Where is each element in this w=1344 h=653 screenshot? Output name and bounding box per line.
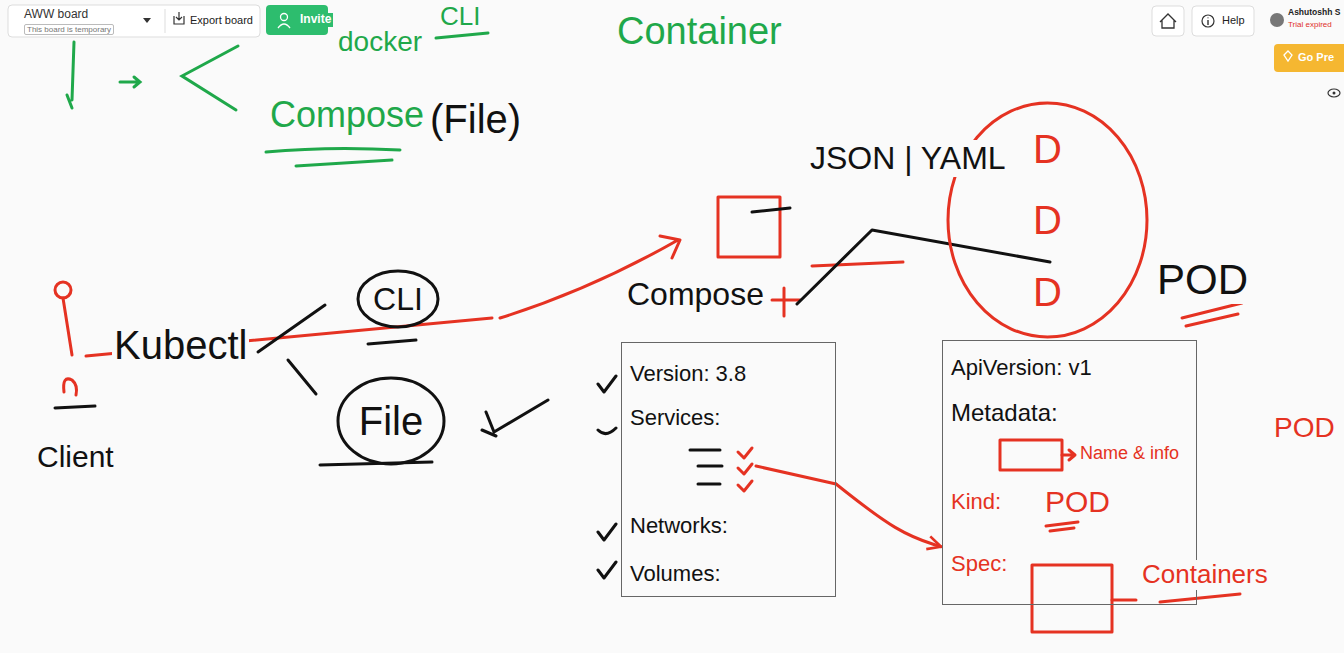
circle-outline: [338, 378, 444, 464]
node-text: POD: [1045, 485, 1110, 520]
toolbar-stroke: [1333, 92, 1336, 95]
toolbar-stroke: [278, 24, 290, 28]
callout-note: Name & info: [1078, 443, 1181, 464]
node-text: D: [1033, 197, 1062, 243]
toolbar-stroke: [1192, 6, 1254, 36]
node-text: Volumes:: [630, 561, 721, 586]
red-sketch-stroke: [55, 282, 71, 298]
black-sketch-stroke: [320, 340, 432, 465]
black-sketch-stroke: [797, 230, 1050, 304]
circle-outline: [358, 271, 438, 327]
connector-arrow: [836, 484, 941, 547]
toolbar-stroke: [1274, 44, 1344, 72]
red-sketch-stroke: [812, 262, 903, 266]
trial-status: Trial expired: [1286, 20, 1334, 29]
circle-outline: [948, 103, 1147, 337]
node-text: Metadata:: [951, 399, 1058, 427]
invite-button: Invite: [298, 13, 333, 27]
red-sketch-stroke: [772, 288, 800, 316]
handwritten-note: JSON | YAML: [808, 140, 1008, 177]
node-text: Spec:: [951, 551, 1007, 576]
black-sketch-stroke: [690, 450, 722, 484]
red-sketch-stroke: [1062, 450, 1075, 460]
file-circle: File: [335, 375, 447, 467]
toolbar-stroke: [281, 14, 288, 21]
handwritten-note: Compose: [268, 94, 426, 135]
node-text: ApiVersion: v1: [951, 355, 1092, 380]
actor-label: Client: [35, 440, 116, 475]
pod-circle: DDD: [945, 100, 1150, 340]
red-sketch-stroke: [1182, 303, 1242, 326]
red-sketch-stroke: [1000, 440, 1062, 470]
node-text: File: [359, 398, 423, 444]
toolbar-stroke: [1152, 6, 1184, 36]
handwritten-note: CLI: [438, 2, 482, 32]
node-text: Kind:: [951, 489, 1001, 514]
toolbar-stroke: [165, 9, 166, 33]
red-sketch-stroke: [63, 298, 72, 355]
handwritten-note: Compose: [625, 276, 766, 313]
node-text: Networks:: [630, 513, 728, 538]
node-text: D: [1033, 269, 1062, 315]
toolbar-stroke: [143, 18, 151, 23]
handwritten-note: (File): [428, 96, 523, 142]
green-sketch: [67, 33, 488, 166]
node-text: D: [1033, 126, 1062, 172]
toolbar: [8, 5, 1344, 97]
premium-button: Go Pre: [1296, 51, 1336, 64]
callout-note: POD: [1272, 412, 1337, 444]
red-sketch-stroke: [1112, 599, 1136, 602]
black-sketch-stroke: [482, 400, 548, 436]
node-text: CLI: [373, 281, 423, 318]
black-sketch: [55, 208, 1050, 578]
green-sketch-stroke: [296, 160, 392, 166]
toolbar-stroke: [1284, 51, 1292, 61]
toolbar-stroke: [1207, 18, 1208, 26]
red-sketch-stroke: [1046, 522, 1078, 531]
green-sketch-stroke: [182, 46, 238, 110]
red-sketch-stroke: [718, 197, 780, 257]
board-name: AWW board: [22, 8, 90, 22]
red-sketch-stroke: [738, 448, 752, 491]
red-sketch-stroke: [756, 466, 836, 484]
tool-label: Kubectl: [112, 322, 249, 368]
help-button: Help: [1220, 14, 1247, 27]
export-button: Export board: [188, 14, 255, 27]
red-sketch-stroke: [1160, 594, 1240, 602]
toolbar-stroke: [174, 12, 184, 24]
black-sketch-stroke: [258, 305, 325, 394]
toolbar-stroke: [1202, 15, 1214, 27]
handwritten-heading: Container: [615, 10, 784, 54]
toolbar-stroke: [8, 5, 260, 37]
red-sketch: [55, 197, 1242, 632]
compose-spec-box: Version: 3.8Services: Networks: Volumes:: [621, 342, 836, 597]
node-text: Services:: [630, 405, 720, 430]
toolbar-stroke: [1160, 14, 1176, 28]
cli-circle: CLI: [355, 268, 441, 330]
black-sketch-stroke: [55, 406, 95, 408]
toolbar-stroke: [1270, 13, 1284, 27]
user-name: Ashutoshh S: [1286, 8, 1342, 18]
green-sketch-stroke: [67, 42, 74, 108]
callout-note: Containers: [1140, 560, 1270, 590]
green-sketch-stroke: [266, 148, 400, 152]
handwritten-note: docker: [336, 26, 424, 58]
red-sketch-stroke: [64, 379, 77, 395]
toolbar-stroke: [1328, 89, 1340, 97]
pod-label: POD: [1155, 256, 1250, 304]
green-sketch-stroke: [436, 33, 488, 38]
board-note: This board is temporary: [24, 24, 114, 35]
node-text: Version: 3.8: [630, 361, 746, 386]
red-sketch-stroke: [1032, 565, 1112, 632]
black-sketch-stroke: [752, 208, 790, 212]
green-sketch-stroke: [120, 77, 140, 87]
black-sketch-stroke: [598, 376, 616, 578]
